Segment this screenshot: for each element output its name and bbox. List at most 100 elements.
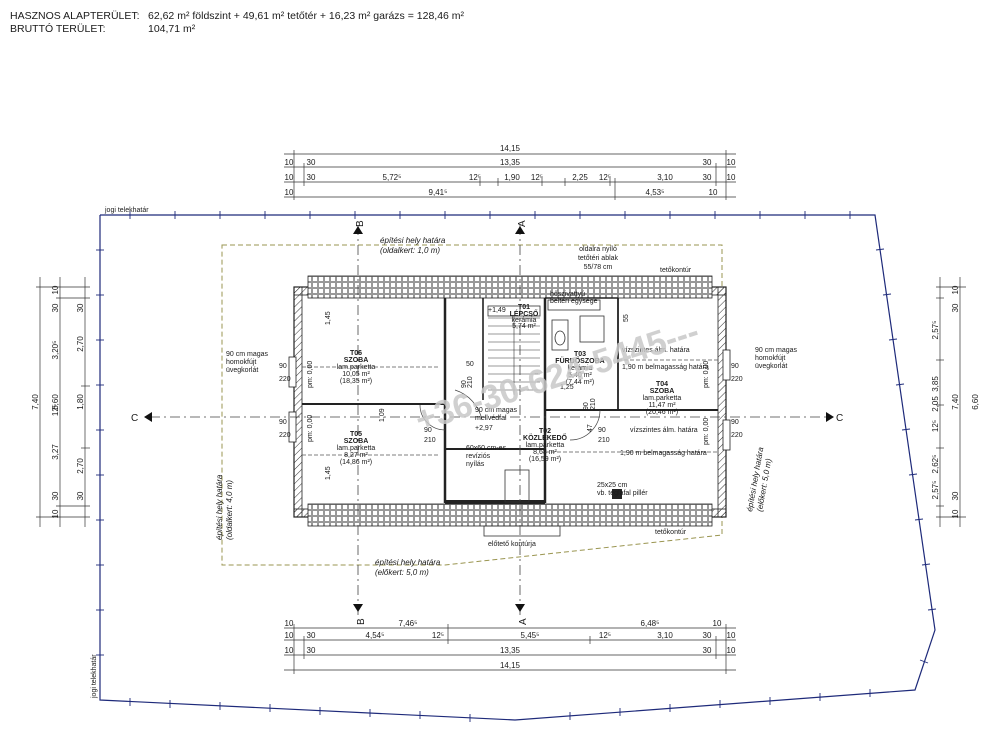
section-b-top: B bbox=[355, 220, 366, 227]
usable-area-label: HASZNOS ALAPTERÜLET: bbox=[10, 10, 140, 22]
dim-label: 10 bbox=[51, 285, 60, 294]
note-dim: 90 bbox=[279, 419, 287, 426]
dim-label: 10 bbox=[727, 646, 736, 655]
note-dim: 47 bbox=[587, 424, 594, 432]
room-name: SZOBA bbox=[344, 438, 369, 445]
room-area: 10,05 m² bbox=[342, 371, 370, 378]
note-level: pm: 0,00 bbox=[307, 361, 314, 388]
dim-label: 12⁵ bbox=[599, 173, 611, 182]
note-dim: 1,25 bbox=[560, 384, 574, 391]
dim-label: 13,35 bbox=[500, 646, 521, 655]
note-dim: 1,45 bbox=[325, 466, 332, 480]
dim-label: 10 bbox=[285, 619, 294, 628]
dim-label: 10 bbox=[285, 188, 294, 197]
dim-label: 10 bbox=[727, 631, 736, 640]
note-dim: 220 bbox=[279, 376, 291, 383]
note-dim: 220 bbox=[731, 376, 743, 383]
room-t05: T05 SZOBA lam.parketta 8,27 m² (14,86 m²… bbox=[337, 431, 376, 466]
room-name: SZOBA bbox=[344, 357, 369, 364]
room-floor: lam.parketta bbox=[337, 445, 376, 452]
note-glass-left: üvegkorlát bbox=[226, 367, 258, 374]
dim-label: 6,60 bbox=[971, 394, 980, 410]
dim-label: 10 bbox=[727, 158, 736, 167]
note-clearance: 1,90 m belmagasság határa bbox=[620, 450, 707, 457]
room-floor: kerámia bbox=[512, 317, 537, 324]
dim-label: 30 bbox=[76, 303, 85, 312]
note-heat-pump: beltéri egysége bbox=[550, 298, 598, 305]
note-dim: 1,09 bbox=[379, 408, 386, 422]
dim-label: 30 bbox=[703, 631, 712, 640]
build-limit-bottom: építési hely határa bbox=[375, 558, 441, 567]
build-limit-top: építési hely határa bbox=[380, 236, 446, 245]
room-code: T04 bbox=[656, 381, 668, 388]
heat-pump-unit-icon bbox=[547, 299, 601, 311]
room-code: T06 bbox=[350, 350, 362, 357]
dim-label: 30 bbox=[76, 491, 85, 500]
bathtub-icon bbox=[579, 315, 605, 343]
note-skylight: 55/78 cm bbox=[584, 264, 613, 271]
room-t04: T04 SZOBA lam.parketta 11,47 m² (20,46 m… bbox=[643, 381, 682, 416]
dim-label: 30 bbox=[51, 491, 60, 500]
section-b-bottom: B bbox=[356, 618, 367, 625]
dim-label: 7,46⁵ bbox=[399, 619, 418, 628]
section-a-top: A bbox=[517, 220, 528, 227]
bottom-dimension-labels: 10 7,46⁵ 6,48⁵ 10 10 30 4,54⁵ 12⁵ 5,45⁵ … bbox=[285, 619, 736, 670]
note-canopy: előtető kontúrja bbox=[488, 541, 536, 548]
room-area: 5,40 m² bbox=[568, 372, 592, 379]
note-dim: 50 bbox=[466, 361, 474, 368]
note-dim: 90 bbox=[461, 380, 468, 388]
note-dim: 90 bbox=[583, 402, 590, 410]
dim-label: 5,45⁵ bbox=[521, 631, 540, 640]
dim-label: 10 bbox=[951, 509, 960, 518]
room-gross: (16,59 m²) bbox=[529, 456, 561, 463]
note-horizontal-ceiling: vízszintes álm. határa bbox=[622, 347, 690, 354]
section-c-left: C bbox=[131, 413, 138, 424]
note-railing: 90 cm magas bbox=[475, 407, 518, 414]
room-floor: lam.parketta bbox=[643, 395, 682, 402]
dim-label: 10 bbox=[713, 619, 722, 628]
dim-label: 12⁵ bbox=[599, 631, 611, 640]
note-skylight: oldalra nyíló bbox=[579, 246, 617, 253]
canopy-outline bbox=[483, 525, 561, 537]
dim-label: 10 bbox=[709, 188, 718, 197]
room-gross: (18,35 m²) bbox=[340, 378, 372, 385]
dim-label: 30 bbox=[51, 303, 60, 312]
room-code: T05 bbox=[350, 431, 362, 438]
room-code: T03 bbox=[574, 351, 586, 358]
note-glass-right: homokfújt bbox=[755, 355, 785, 362]
dim-label: 1,80 bbox=[76, 394, 85, 410]
dim-label: 6,60 bbox=[51, 394, 60, 410]
section-a-bottom: A bbox=[518, 618, 529, 625]
note-dim: 55 bbox=[623, 314, 630, 322]
dim-label: 7,40 bbox=[951, 394, 960, 410]
boundary-label-left: jogi telekhatár bbox=[91, 654, 98, 699]
build-limit-left: építési hely határa bbox=[215, 474, 224, 540]
note-skylight: tetőtéri ablak bbox=[578, 255, 619, 262]
note-dim: 220 bbox=[731, 432, 743, 439]
dim-label: 12⁵ bbox=[931, 420, 940, 432]
room-name: SZOBA bbox=[650, 388, 675, 395]
room-gross: (14,86 m²) bbox=[340, 459, 372, 466]
header-usable-area: HASZNOS ALAPTERÜLET:62,62 m² földszint +… bbox=[10, 10, 464, 23]
note-level: +1,49 bbox=[488, 307, 506, 314]
room-floor: lam.parketta bbox=[337, 364, 376, 371]
note-pillar: vb. téglafal pillér bbox=[597, 490, 648, 497]
note-level: pm: 0,00 bbox=[703, 361, 710, 388]
section-lines: B A B A C C bbox=[131, 220, 843, 625]
dim-label: 10 bbox=[285, 631, 294, 640]
dim-label: 5,72⁵ bbox=[383, 173, 402, 182]
dim-label: 4,53⁵ bbox=[646, 188, 665, 197]
room-code: T01 bbox=[518, 304, 530, 311]
roof-tiles-bottom bbox=[307, 503, 713, 527]
revision-hatch-icon bbox=[504, 469, 530, 503]
dim-label: 4,54⁵ bbox=[366, 631, 385, 640]
dim-label: 3,27 bbox=[51, 444, 60, 460]
dim-label: 12⁵ bbox=[469, 173, 481, 182]
dim-label: 13,35 bbox=[500, 158, 521, 167]
dim-label: 10 bbox=[51, 509, 60, 518]
note-dim: 90 bbox=[424, 427, 432, 434]
build-limit-left-note: (oldalkert: 4,0 m) bbox=[225, 480, 234, 540]
note-level: +2,97 bbox=[475, 425, 493, 432]
right-dimension-labels: 2,57⁵ 3,85 2,05 12⁵ 2,62⁵ 2,57⁵ 7,40 10 … bbox=[931, 285, 980, 518]
